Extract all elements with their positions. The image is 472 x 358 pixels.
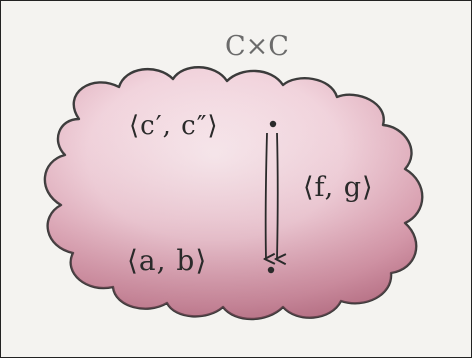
- bottom-object-dot: [268, 267, 274, 273]
- category-title: C×C: [225, 31, 289, 62]
- morphism-label: ⟨f, g⟩: [303, 172, 374, 203]
- top-object-dot: [270, 121, 276, 127]
- top-object-label: ⟨c′, c″⟩: [129, 111, 219, 141]
- bottom-object-label: ⟨a, b⟩: [127, 244, 207, 277]
- morphism-arrow-right: [277, 133, 278, 259]
